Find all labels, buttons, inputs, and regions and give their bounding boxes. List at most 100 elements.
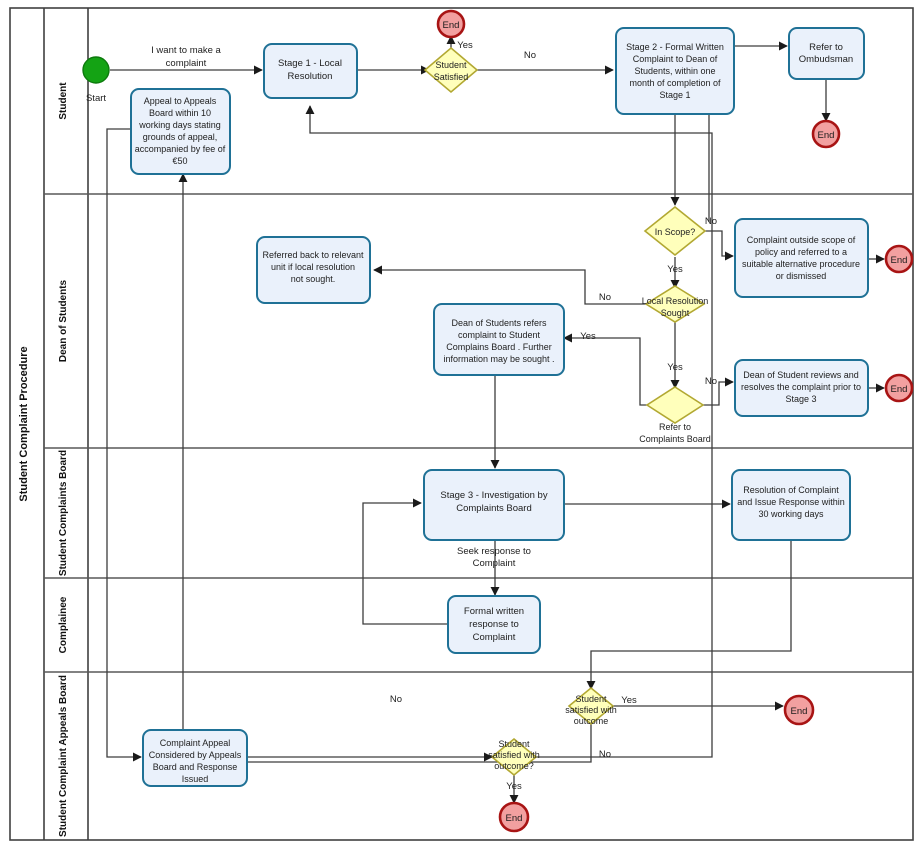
node-stage1-local-resolution[interactable]: Stage 1 - Local Resolution: [263, 43, 358, 99]
svg-text:accompanied by fee of: accompanied by fee of: [135, 144, 226, 154]
node-end-student-satisfied[interactable]: End: [436, 9, 466, 39]
node-end-dean-reviews[interactable]: End: [884, 373, 914, 403]
svg-text:and Issue Response within: and Issue Response within: [737, 497, 845, 507]
lane-label-student-complaints-board: Student Complaints Board: [58, 450, 69, 576]
decision-student-satisfied-outcome-2[interactable]: Student satisfied with outcome?: [488, 737, 540, 777]
svg-text:Stage 3: Stage 3: [785, 394, 816, 404]
node-stage2-formal-written-complaint[interactable]: Stage 2 - Formal Written Complaint to De…: [615, 27, 735, 115]
edge-label-local-res-no: No: [599, 292, 611, 303]
node-complaint-outside-scope[interactable]: Complaint outside scope of policy and re…: [734, 218, 869, 298]
svg-text:satisfied with: satisfied with: [488, 750, 540, 760]
svg-text:Students, within one: Students, within one: [634, 66, 715, 76]
svg-text:End: End: [443, 20, 460, 31]
start-label: Start: [86, 93, 106, 104]
svg-text:Stage 1: Stage 1: [659, 90, 690, 100]
svg-text:Local Resolution: Local Resolution: [642, 296, 709, 306]
svg-text:Resolution of Complaint: Resolution of Complaint: [743, 485, 839, 495]
lane-label-appeals-board: Student Complaint Appeals Board: [58, 675, 69, 837]
decision-refer-to-complaints-board[interactable]: [645, 386, 705, 424]
svg-text:End: End: [791, 706, 808, 717]
svg-text:Complaint to Dean of: Complaint to Dean of: [633, 54, 718, 64]
svg-text:resolves the complaint prior t: resolves the complaint prior to: [741, 382, 861, 392]
edge-label-refer-board-no: No: [705, 376, 717, 387]
node-complaint-appeal-considered[interactable]: Complaint Appeal Considered by Appeals B…: [142, 729, 248, 787]
pool-frame: [9, 7, 914, 841]
svg-text:complaint: complaint: [166, 58, 207, 69]
svg-text:Satisfied: Satisfied: [434, 72, 469, 82]
edge-label-in-scope-no: No: [705, 216, 717, 227]
svg-text:month of completion of: month of completion of: [629, 78, 721, 88]
svg-text:or dismissed: or dismissed: [776, 271, 827, 281]
node-referred-back-to-unit[interactable]: Referred back to relevant unit if local …: [256, 236, 371, 304]
connectors: [106, 35, 885, 804]
edge-label-appeals-yes: Yes: [506, 781, 522, 792]
svg-text:€50: €50: [172, 156, 187, 166]
svg-text:30 working days: 30 working days: [758, 509, 824, 519]
svg-text:Seek response to: Seek response to: [457, 546, 531, 557]
pool-title: Student Complaint Procedure: [18, 346, 30, 501]
svg-text:satisfied with: satisfied with: [565, 705, 617, 715]
svg-text:Board within 10: Board within 10: [149, 108, 211, 118]
node-start[interactable]: [82, 56, 110, 84]
edge-label-in-scope-yes: Yes: [667, 264, 683, 275]
decision-in-scope[interactable]: In Scope?: [643, 205, 707, 257]
node-end-satisfied-outcome[interactable]: End: [783, 694, 815, 726]
svg-text:not sought.: not sought.: [291, 274, 336, 284]
svg-text:End: End: [506, 813, 523, 824]
svg-text:Appeal to Appeals: Appeal to Appeals: [144, 96, 217, 106]
svg-text:outcome: outcome: [574, 716, 609, 726]
edge-label-outcome-yes: Yes: [621, 695, 637, 706]
edge-label-satisfied-no: No: [524, 50, 536, 61]
svg-text:Student: Student: [435, 60, 467, 70]
svg-text:End: End: [818, 130, 835, 141]
node-appeal-to-appeals-board[interactable]: Appeal to Appeals Board within 10 workin…: [130, 88, 231, 175]
decision-local-resolution-sought[interactable]: Local Resolution Sought: [642, 285, 709, 323]
node-end-outside-scope[interactable]: End: [884, 244, 914, 274]
svg-text:suitable alternative procedure: suitable alternative procedure: [742, 259, 860, 269]
node-refer-to-ombudsman[interactable]: Refer to Ombudsman: [788, 27, 865, 80]
lane-label-student: Student: [58, 82, 69, 120]
svg-text:I want to make a: I want to make a: [151, 45, 221, 56]
svg-text:Dean of Student reviews and: Dean of Student reviews and: [743, 370, 859, 380]
decision-student-satisfied-outcome[interactable]: Student satisfied with outcome: [565, 686, 617, 726]
svg-text:Complains Board . Further: Complains Board . Further: [446, 342, 552, 352]
svg-text:Complaint: Complaint: [473, 632, 516, 643]
svg-text:Formal written: Formal written: [464, 606, 524, 617]
decision-student-satisfied[interactable]: Student Satisfied: [423, 46, 479, 94]
node-stage3-investigation[interactable]: Stage 3 - Investigation by Complaints Bo…: [423, 469, 565, 541]
svg-text:Refer to: Refer to: [809, 42, 843, 53]
node-dean-refers-to-board[interactable]: Dean of Students refers complaint to Stu…: [433, 303, 565, 376]
svg-text:End: End: [891, 384, 908, 395]
svg-text:complaint to Student: complaint to Student: [458, 330, 541, 340]
edge-label-local-res-yes: Yes: [667, 362, 683, 373]
refer-board-label-line1: Refer to: [659, 422, 691, 432]
svg-text:Resolution: Resolution: [288, 71, 333, 82]
edge-label-outcome-no: No: [390, 694, 402, 705]
node-end-appeals[interactable]: End: [498, 801, 530, 833]
node-resolution-of-complaint[interactable]: Resolution of Complaint and Issue Respon…: [731, 469, 851, 541]
node-dean-reviews-resolves[interactable]: Dean of Student reviews and resolves the…: [734, 359, 869, 417]
refer-board-label-line2: Complaints Board: [639, 434, 711, 444]
svg-text:Dean of Students refers: Dean of Students refers: [451, 318, 547, 328]
node-end-ombudsman[interactable]: End: [811, 119, 841, 149]
svg-text:Stage 2 - Formal Written: Stage 2 - Formal Written: [626, 42, 724, 52]
svg-text:Board and Response: Board and Response: [153, 762, 238, 772]
svg-text:Considered by Appeals: Considered by Appeals: [149, 750, 242, 760]
svg-text:Complaint outside scope of: Complaint outside scope of: [747, 235, 856, 245]
svg-text:working days stating: working days stating: [138, 120, 221, 130]
svg-text:Issued: Issued: [182, 774, 209, 784]
lane-label-dean-of-students: Dean of Students: [58, 279, 69, 362]
svg-text:information may be sought .: information may be sought .: [443, 354, 554, 364]
svg-text:outcome?: outcome?: [494, 761, 534, 771]
svg-text:Ombudsman: Ombudsman: [799, 54, 853, 65]
svg-text:Referred back to relevant: Referred back to relevant: [262, 250, 364, 260]
svg-text:Sought: Sought: [661, 308, 690, 318]
edge-label-refer-board-yes: Yes: [580, 331, 596, 342]
edge-label-satisfied-yes: Yes: [457, 40, 473, 51]
edge-label-seek-response: Seek response to Complaint: [457, 546, 531, 569]
lane-label-complainee: Complainee: [58, 596, 69, 653]
svg-text:Stage 3 - Investigation by: Stage 3 - Investigation by: [440, 490, 547, 501]
node-formal-written-response[interactable]: Formal written response to Complaint: [447, 595, 541, 654]
